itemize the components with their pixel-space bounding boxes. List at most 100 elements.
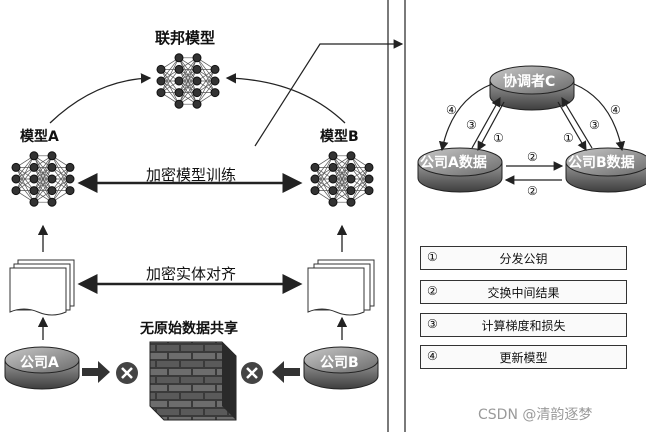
network-edge bbox=[332, 155, 352, 191]
network-node bbox=[11, 162, 21, 172]
legend-text: 分发公钥 bbox=[499, 252, 548, 266]
company-a-label: 公司A bbox=[20, 355, 59, 371]
legend-text: 更新模型 bbox=[499, 351, 548, 365]
coordinator-label: 协调者C bbox=[503, 74, 556, 90]
network-node bbox=[29, 162, 39, 172]
network-node bbox=[47, 151, 57, 161]
network-edge bbox=[33, 155, 53, 191]
network-node bbox=[65, 162, 75, 172]
network-node bbox=[192, 64, 202, 74]
network-edge bbox=[314, 155, 334, 191]
connector-line bbox=[254, 39, 404, 147]
model-b-network-icon bbox=[310, 151, 374, 207]
arrow-a-to-c bbox=[471, 96, 501, 149]
legend-text: 交换中间结果 bbox=[487, 286, 560, 300]
network-edge bbox=[332, 178, 352, 203]
network-node bbox=[65, 174, 75, 184]
step-two-marker: ② bbox=[527, 150, 538, 164]
legend-text: 计算梯度和损失 bbox=[481, 319, 566, 333]
network-node bbox=[210, 64, 220, 74]
network-node bbox=[156, 76, 166, 86]
model-a-label: 模型A bbox=[20, 129, 59, 145]
step-four-marker: ④ bbox=[446, 103, 457, 117]
network-edge bbox=[15, 155, 35, 180]
model-a-network-icon bbox=[11, 151, 75, 207]
step-one-marker: ① bbox=[563, 131, 574, 145]
model-b-label: 模型B bbox=[320, 129, 359, 145]
network-edge bbox=[33, 178, 53, 203]
step-two-marker: ② bbox=[527, 184, 538, 198]
step-three-marker: ③ bbox=[589, 118, 600, 132]
network-node bbox=[174, 64, 184, 74]
brick-wall-icon bbox=[149, 341, 237, 421]
network-edge bbox=[160, 69, 180, 93]
network-edge bbox=[15, 167, 35, 191]
company-a-data-label: 公司A数据 bbox=[420, 155, 487, 171]
company-b-data-database-icon bbox=[565, 147, 646, 193]
legend-number: ② bbox=[427, 284, 438, 298]
encrypted-alignment-label: 加密实体对齐 bbox=[146, 265, 237, 283]
network-node bbox=[364, 186, 374, 196]
network-node bbox=[328, 186, 338, 196]
network-node bbox=[346, 174, 356, 184]
arrow-c-to-b bbox=[557, 101, 587, 152]
network-node bbox=[156, 88, 166, 98]
network-node bbox=[310, 174, 320, 184]
network-edge bbox=[350, 178, 370, 203]
arrow-c-to-a bbox=[438, 83, 493, 152]
network-node bbox=[192, 76, 202, 86]
network-edge bbox=[196, 69, 216, 93]
company-a-database-icon bbox=[4, 346, 80, 390]
network-node bbox=[210, 88, 220, 98]
network-edge bbox=[33, 155, 53, 203]
network-edge bbox=[314, 155, 334, 180]
company-b-label: 公司B bbox=[320, 355, 359, 371]
network-node bbox=[346, 197, 356, 207]
legend-item: ④ 更新模型 bbox=[420, 345, 627, 369]
network-edge bbox=[160, 57, 180, 82]
network-edge bbox=[178, 69, 198, 105]
company-a-data-database-icon bbox=[417, 147, 503, 193]
network-edge bbox=[350, 167, 370, 191]
step-three-marker: ③ bbox=[466, 118, 477, 132]
network-edge bbox=[332, 167, 352, 203]
network-edge bbox=[33, 155, 53, 180]
network-node bbox=[310, 186, 320, 196]
network-edge bbox=[350, 167, 370, 203]
document-stack-icon bbox=[307, 259, 375, 316]
network-edge bbox=[51, 167, 71, 203]
block-arrow-right bbox=[82, 361, 110, 383]
blocked-x-icon bbox=[241, 362, 263, 384]
network-node bbox=[310, 162, 320, 172]
step-four-marker: ④ bbox=[610, 103, 621, 117]
network-node bbox=[174, 53, 184, 63]
company-b-database-icon bbox=[303, 346, 379, 390]
network-node bbox=[29, 186, 39, 196]
curved-arrow bbox=[225, 73, 346, 124]
network-node bbox=[328, 174, 338, 184]
network-node bbox=[47, 197, 57, 207]
network-node bbox=[192, 99, 202, 109]
curved-arrow bbox=[49, 73, 152, 124]
network-node bbox=[210, 76, 220, 86]
document-stack-icon bbox=[9, 259, 75, 316]
arrow-b-to-c bbox=[561, 96, 593, 149]
network-node bbox=[174, 88, 184, 98]
network-node bbox=[328, 162, 338, 172]
network-node bbox=[156, 64, 166, 74]
network-edge bbox=[178, 57, 198, 93]
legend-number: ③ bbox=[427, 317, 438, 331]
network-edge bbox=[196, 69, 216, 105]
network-edge bbox=[196, 80, 216, 105]
legend-item: ③ 计算梯度和损失 bbox=[420, 313, 627, 337]
network-edge bbox=[314, 167, 334, 191]
legend-item: ① 分发公钥 bbox=[420, 246, 627, 270]
no-raw-data-label: 无原始数据共享 bbox=[140, 321, 238, 337]
network-node bbox=[346, 151, 356, 161]
network-edge bbox=[178, 57, 198, 105]
network-edge bbox=[332, 155, 352, 203]
network-node bbox=[29, 174, 39, 184]
network-node bbox=[29, 151, 39, 161]
network-node bbox=[11, 174, 21, 184]
